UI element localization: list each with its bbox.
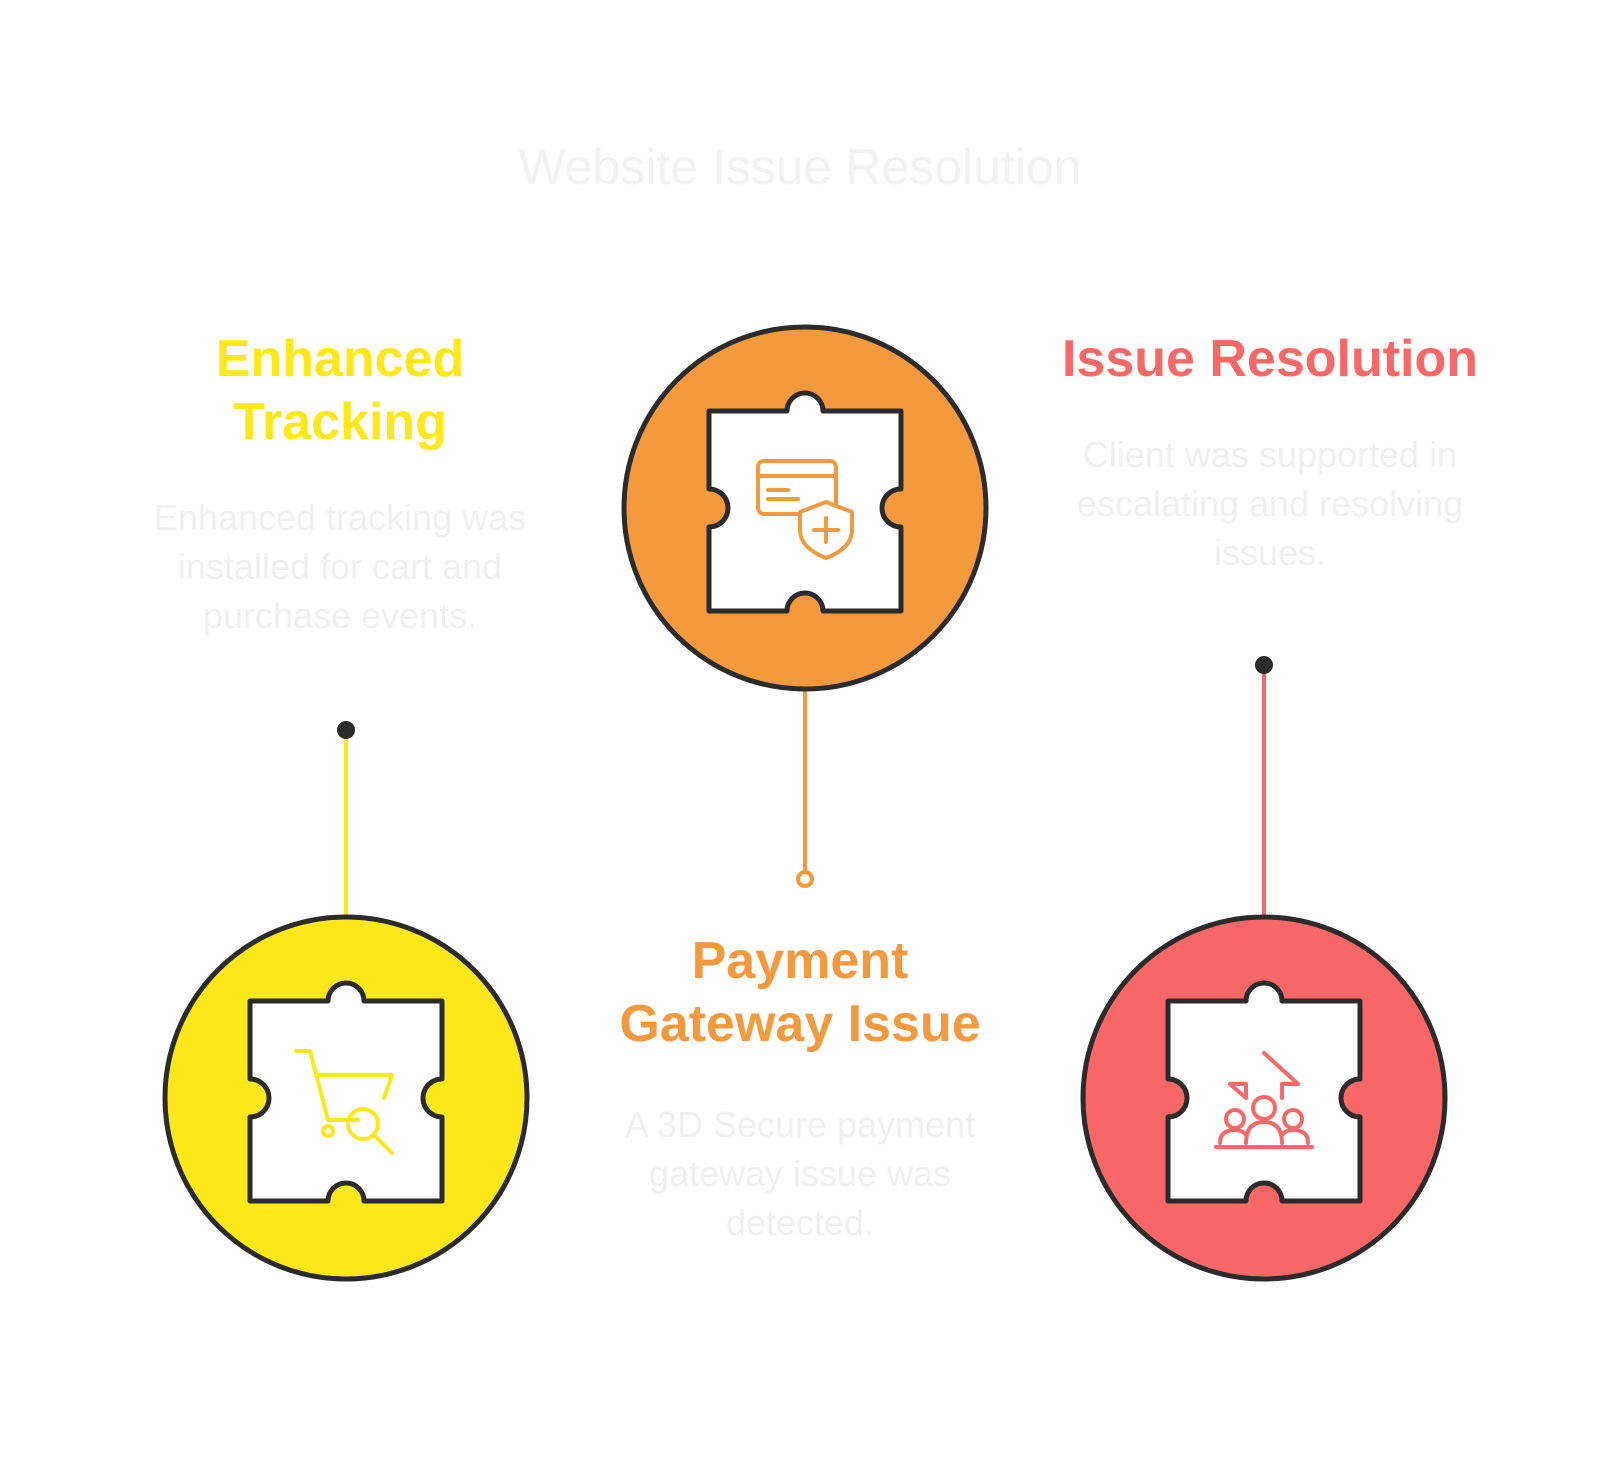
tracking-circle	[162, 914, 530, 1282]
payment-heading-line-1: Payment	[691, 932, 909, 990]
team-escalation-icon	[1214, 1051, 1314, 1149]
resolution-description: Client was supported in escalating and r…	[1076, 434, 1464, 573]
resolution-heading-line-1: Issue Resolution	[1061, 330, 1479, 388]
payment-heading: Payment Gateway Issue	[580, 930, 1020, 1056]
tracking-heading-line-1: Enhanced	[215, 330, 465, 388]
tracking-heading: Enhanced Tracking	[130, 328, 550, 454]
diagram-title: Website Issue Resolution	[518, 139, 1082, 195]
payment-heading-line-2: Gateway Issue	[619, 995, 981, 1053]
tracking-description: Enhanced tracking was installed for cart…	[153, 497, 527, 636]
connector-payment	[796, 688, 814, 888]
connector-tracking	[337, 721, 355, 918]
resolution-circle	[1080, 914, 1448, 1282]
tracking-heading-line-2: Tracking	[233, 393, 447, 451]
resolution-heading: Issue Resolution	[1020, 328, 1520, 391]
credit-card-shield-icon	[756, 459, 854, 560]
payment-description: A 3D Secure payment gateway issue was de…	[624, 1104, 976, 1243]
payment-circle	[621, 324, 989, 692]
shopping-cart-search-icon	[294, 1049, 394, 1155]
connector-resolution	[1255, 656, 1273, 918]
